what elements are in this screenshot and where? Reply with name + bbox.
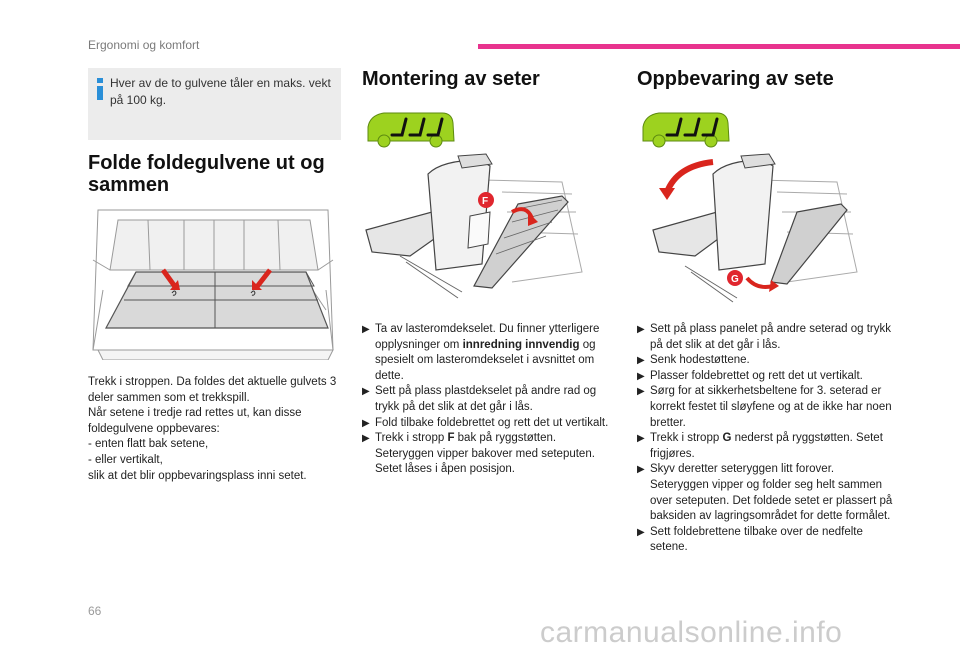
text-line: Trekk i stroppen. Da foldes det aktuelle… bbox=[88, 376, 337, 404]
bullet-arrow-icon: ▶ bbox=[637, 355, 645, 367]
step-item: ▶Plasser foldebrettet og rett det ut ver… bbox=[637, 369, 895, 385]
text-line: - eller vertikalt, bbox=[88, 453, 163, 466]
bullet-arrow-icon: ▶ bbox=[637, 324, 645, 335]
text-line: Når setene i tredje rad rettes ut, kan d… bbox=[88, 407, 302, 435]
step-item: ▶Fold tilbake foldebrettet og rett det u… bbox=[362, 416, 618, 432]
car-seats-icon bbox=[367, 112, 455, 148]
seat-mounting-steps: ▶Ta av lasteromdekselet. Du finner ytter… bbox=[362, 322, 618, 478]
bullet-arrow-icon: ▶ bbox=[362, 386, 370, 398]
seat-mounting-title: Montering av seter bbox=[362, 68, 540, 90]
note-text: Hver av de to gulvene tåler en maks. vek… bbox=[110, 76, 331, 107]
section-accent-bar bbox=[478, 44, 960, 49]
bullet-arrow-icon: ▶ bbox=[362, 324, 370, 335]
seat-storage-title: Oppbevaring av sete bbox=[637, 68, 834, 90]
watermark-logo: carmanualsonline.info bbox=[540, 616, 843, 649]
bullet-arrow-icon: ▶ bbox=[637, 386, 645, 398]
seat-storage-illustration: G bbox=[652, 153, 858, 303]
bullet-arrow-icon: ▶ bbox=[637, 433, 645, 445]
step-item: ▶Skyv deretter seteryggen litt forover. … bbox=[637, 463, 893, 523]
step-item: ▶Senk hodestøttene. bbox=[637, 353, 895, 369]
bullet-arrow-icon: ▶ bbox=[637, 526, 645, 538]
seat-storage-steps: ▶Sett på plass panelet på andre seterad … bbox=[637, 322, 895, 556]
step-item: ▶Sett på plass plastdekselet på andre ra… bbox=[362, 385, 597, 413]
callout-f-label: F bbox=[482, 196, 488, 207]
info-note: Hver av de to gulvene tåler en maks. vek… bbox=[88, 68, 341, 140]
section-label: Ergonomi og komfort bbox=[88, 38, 200, 52]
folding-floors-title: Folde foldegulvene ut og sammen bbox=[88, 152, 325, 196]
callout-g-label: G bbox=[731, 274, 739, 285]
step-item: ▶Trekk i stropp G nederst på ryggstøtten… bbox=[637, 432, 883, 460]
bullet-arrow-icon: ▶ bbox=[637, 370, 645, 382]
car-seats-icon bbox=[642, 112, 730, 148]
seat-mounting-illustration: F bbox=[365, 153, 583, 299]
text-line: slik at det blir oppbevaringsplass inni … bbox=[88, 469, 307, 482]
bullet-arrow-icon: ▶ bbox=[362, 433, 370, 445]
info-icon bbox=[97, 78, 103, 100]
bullet-arrow-icon: ▶ bbox=[637, 464, 645, 476]
step-item: ▶Sørg for at sikkerhetsbeltene for 3. se… bbox=[637, 385, 892, 429]
step-item: ▶Trekk i stropp F bak på ryggstøtten. Se… bbox=[362, 432, 595, 476]
step-item: ▶Ta av lasteromdekselet. Du finner ytter… bbox=[362, 323, 600, 382]
folding-floors-text: Trekk i stroppen. Da foldes det aktuelle… bbox=[88, 375, 346, 484]
page-number: 66 bbox=[88, 604, 102, 618]
bullet-arrow-icon: ▶ bbox=[362, 417, 370, 429]
step-item: ▶Sett på plass panelet på andre seterad … bbox=[637, 323, 892, 351]
text-line: - enten flatt bak setene, bbox=[88, 438, 209, 451]
step-item: ▶Sett foldebrettene tilbake over de nedf… bbox=[637, 525, 863, 554]
trunk-floor-illustration bbox=[88, 200, 341, 360]
